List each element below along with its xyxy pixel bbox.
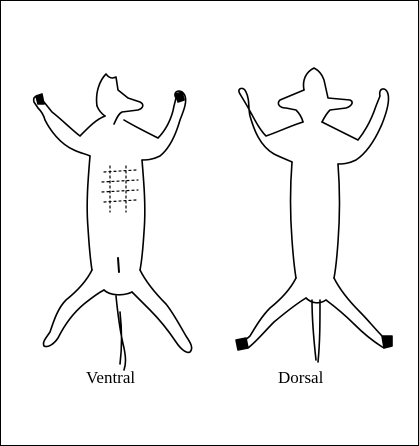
dorsal-left-side (291, 162, 297, 278)
dorsal-pelt (236, 68, 392, 362)
ventral-left-paw (36, 94, 44, 104)
ventral-label: Ventral (86, 368, 135, 388)
dorsal-label: Dorsal (278, 368, 323, 388)
ventral-right-arm (124, 91, 186, 160)
ventral-pelt (34, 74, 192, 370)
dorsal-tail (312, 300, 320, 362)
dorsal-left-arm (239, 88, 303, 162)
dorsal-crotch (306, 298, 326, 303)
dorsal-left-leg-inner (248, 298, 306, 348)
ventral-center-mark (118, 258, 119, 272)
dorsal-head-left (278, 90, 304, 122)
dorsal-right-side (334, 164, 340, 278)
ventral-left-arm (34, 97, 105, 156)
ventral-head-left (97, 106, 105, 116)
dorsal-left-foot (236, 338, 248, 350)
ventral-right-paw (176, 92, 184, 102)
ventral-crotch (104, 290, 132, 295)
ventral-right-side (140, 160, 145, 270)
ventral-left-side (87, 156, 92, 270)
ventral-right-leg (132, 270, 192, 352)
dorsal-right-arm (322, 89, 389, 164)
ventral-tail (116, 296, 126, 370)
dorsal-right-foot (382, 336, 392, 348)
dorsal-head (303, 68, 352, 122)
ventral-left-leg (43, 270, 104, 347)
ventral-belly-dots (102, 166, 138, 212)
